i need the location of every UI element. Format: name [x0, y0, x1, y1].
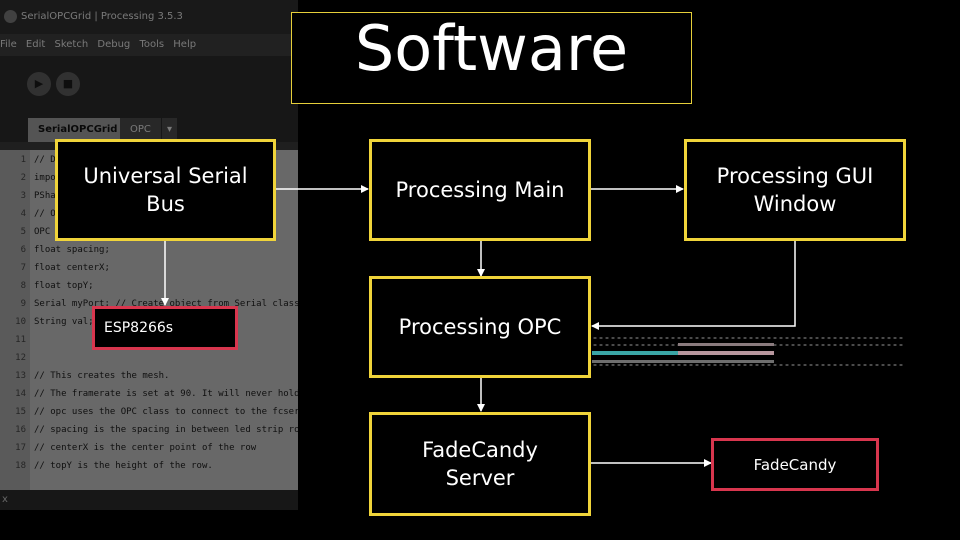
node-label: Processing OPC: [398, 315, 562, 339]
code-line: 7 float centerX;: [0, 260, 110, 276]
line-number: 2: [20, 173, 26, 183]
tab-opc[interactable]: OPC: [120, 118, 161, 142]
node-label: ESP8266s: [104, 320, 174, 336]
code-text: // This creates the mesh.: [34, 371, 170, 381]
menu-debug[interactable]: Debug: [97, 39, 131, 50]
menu-help[interactable]: Help: [173, 39, 197, 50]
code-line: 3 PSha: [0, 188, 56, 204]
line-number: 10: [15, 317, 26, 327]
code-line: 4 // O: [0, 206, 56, 222]
node-label: Universal Serial Bus: [83, 164, 248, 216]
tab-serialopcgrid[interactable]: SerialOPCGrid: [28, 118, 128, 142]
node-processing-main: Processing Main: [369, 139, 591, 241]
line-number: 8: [20, 281, 26, 291]
node-label: Processing GUI Window: [716, 164, 874, 216]
code-line: 6 float spacing;: [0, 242, 110, 258]
node-processing-opc: Processing OPC: [369, 276, 591, 378]
code-line: 5 OPC: [0, 224, 51, 240]
slide-title: Software: [354, 12, 629, 85]
code-text: PSha: [34, 191, 56, 201]
line-number: 13: [15, 371, 26, 381]
processing-logo-icon: [4, 9, 17, 23]
menu-file[interactable]: File: [0, 39, 17, 50]
node-label: FadeCandy Server: [422, 438, 538, 490]
line-number: 5: [20, 227, 26, 237]
line-number: 3: [20, 191, 26, 201]
code-line: 11: [0, 332, 34, 348]
line-number: 14: [15, 389, 26, 399]
node-label: Processing Main: [395, 178, 565, 202]
line-number: 18: [15, 461, 26, 471]
node-label: FadeCandy: [753, 455, 837, 474]
node-universal-serial-bus: Universal Serial Bus: [55, 139, 276, 241]
line-number-gutter: [0, 150, 30, 490]
menu-sketch[interactable]: Sketch: [54, 39, 89, 50]
code-text: // topY is the height of the row.: [34, 461, 213, 471]
code-text: // The framerate is set at 90. It will n…: [34, 389, 298, 399]
code-text: float centerX;: [34, 263, 110, 273]
led-dots-row: [592, 337, 904, 339]
edge-gui-to-opc: [591, 241, 796, 330]
ide-status-bar: x: [0, 490, 298, 510]
ide-tab-bar: SerialOPCGrid OPC ▾: [0, 118, 298, 142]
ide-toolbar: ▶ ■: [0, 56, 298, 118]
line-number: 11: [15, 335, 26, 345]
code-text: float topY;: [34, 281, 94, 291]
line-number: 1: [20, 155, 26, 165]
code-line: 14 // The framerate is set at 90. It will…: [0, 386, 298, 402]
close-console-icon[interactable]: x: [2, 494, 8, 505]
code-line: 2 impo: [0, 170, 56, 186]
line-number: 17: [15, 443, 26, 453]
code-line: 15 // opc uses the OPC class to connect t…: [0, 404, 298, 420]
led-dots-row: [592, 364, 904, 366]
line-number: 7: [20, 263, 26, 273]
led-strip-pink: [678, 351, 774, 355]
code-text: // centerX is the center point of the ro…: [34, 443, 257, 453]
line-number: 9: [20, 299, 26, 309]
tab-menu-icon[interactable]: ▾: [162, 118, 178, 142]
node-fadecandy-server: FadeCandy Server: [369, 412, 591, 516]
menu-tools[interactable]: Tools: [139, 39, 165, 50]
line-number: 6: [20, 245, 26, 255]
led-strip-pink: [678, 343, 774, 346]
code-line: 13 // This creates the mesh.: [0, 368, 169, 384]
ide-menu-bar: File Edit Sketch Debug Tools Help: [0, 34, 298, 56]
code-text: impo: [34, 173, 56, 183]
code-text: // spacing is the spacing in between led…: [34, 425, 298, 435]
led-strip-grey: [592, 360, 774, 363]
node-processing-gui-window: Processing GUI Window: [684, 139, 906, 241]
code-line: 8 float topY;: [0, 278, 94, 294]
code-line: 16 // spacing is the spacing in between l…: [0, 422, 298, 438]
code-line: 18 // topY is the height of the row.: [0, 458, 213, 474]
code-line: 17 // centerX is the center point of the …: [0, 440, 256, 456]
menu-edit[interactable]: Edit: [25, 39, 46, 50]
run-icon[interactable]: ▶: [27, 72, 51, 96]
code-line: 12: [0, 350, 34, 366]
node-fadecandy: FadeCandy: [711, 438, 879, 491]
node-esp8266s: ESP8266s: [92, 306, 238, 350]
line-number: 16: [15, 425, 26, 435]
code-text: // opc uses the OPC class to connect to …: [34, 407, 298, 417]
title-box: Software: [291, 12, 692, 104]
ide-title-bar: SerialOPCGrid | Processing 3.5.3: [0, 0, 298, 34]
code-text: // O: [34, 209, 56, 219]
line-number: 15: [15, 407, 26, 417]
stop-icon[interactable]: ■: [56, 72, 80, 96]
code-text: float spacing;: [34, 245, 110, 255]
led-strip-teal: [592, 351, 678, 355]
line-number: 4: [20, 209, 26, 219]
ide-window-title: SerialOPCGrid | Processing 3.5.3: [21, 11, 183, 22]
code-text: OPC: [34, 227, 51, 237]
line-number: 12: [15, 353, 26, 363]
